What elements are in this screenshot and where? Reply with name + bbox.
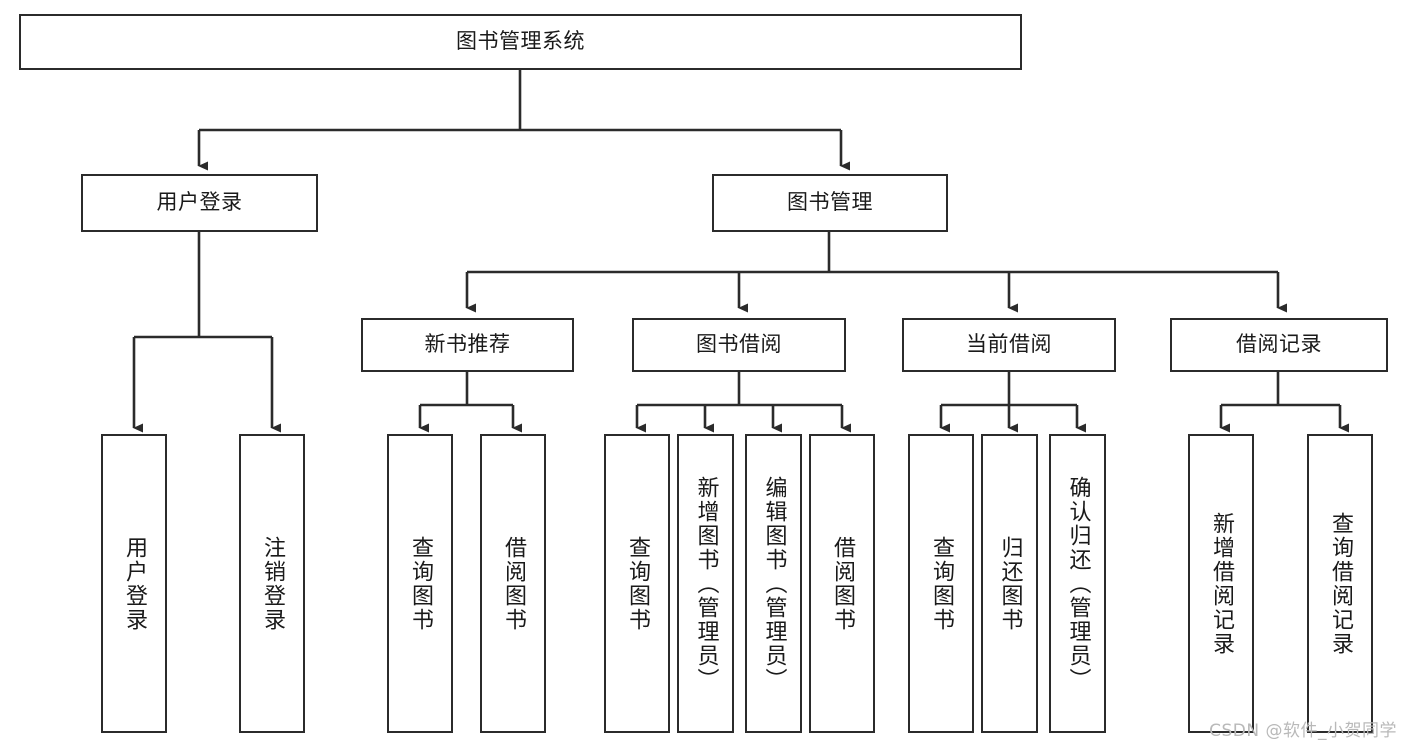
node-book-borrow[interactable]: 图书借阅 <box>632 318 846 372</box>
node-new-book-rec-label: 新书推荐 <box>424 332 511 357</box>
node-root[interactable]: 图书管理系统 <box>19 14 1022 70</box>
node-new-book-rec[interactable]: 新书推荐 <box>361 318 574 372</box>
node-leaf-return-book[interactable]: 归还图书 <box>981 434 1038 733</box>
node-book-borrow-label: 图书借阅 <box>696 332 782 357</box>
node-borrow-record[interactable]: 借阅记录 <box>1170 318 1388 372</box>
node-user-login-label: 用户登录 <box>156 190 243 215</box>
node-leaf-edit-book-label: 编辑图书（管理员） <box>761 475 787 692</box>
node-leaf-user-logout[interactable]: 注销登录 <box>239 434 305 733</box>
node-book-manage[interactable]: 图书管理 <box>712 174 948 232</box>
node-current-borrow[interactable]: 当前借阅 <box>902 318 1116 372</box>
csdn-watermark: CSDN @软件_小贺同学 <box>1209 721 1397 741</box>
node-borrow-record-label: 借阅记录 <box>1236 332 1322 357</box>
node-leaf-query-book-1[interactable]: 查询图书 <box>387 434 453 733</box>
node-root-label: 图书管理系统 <box>456 29 585 54</box>
node-leaf-query-book-3-label: 查询图书 <box>928 535 954 632</box>
node-leaf-borrow-book-1-label: 借阅图书 <box>500 535 526 632</box>
node-leaf-query-book-2-label: 查询图书 <box>624 535 650 632</box>
node-leaf-user-login[interactable]: 用户登录 <box>101 434 167 733</box>
node-leaf-add-book-label: 新增图书（管理员） <box>693 475 719 692</box>
node-leaf-add-book[interactable]: 新增图书（管理员） <box>677 434 734 733</box>
node-book-manage-label: 图书管理 <box>787 190 873 215</box>
node-leaf-borrow-book-2-label: 借阅图书 <box>829 535 855 632</box>
node-leaf-return-book-label: 归还图书 <box>997 535 1023 632</box>
node-leaf-borrow-book-2[interactable]: 借阅图书 <box>809 434 875 733</box>
node-leaf-borrow-book-1[interactable]: 借阅图书 <box>480 434 546 733</box>
node-leaf-query-record-label: 查询借阅记录 <box>1327 511 1353 656</box>
node-leaf-confirm-return[interactable]: 确认归还（管理员） <box>1049 434 1106 733</box>
node-user-login[interactable]: 用户登录 <box>81 174 318 232</box>
node-leaf-user-logout-label: 注销登录 <box>259 535 285 632</box>
node-leaf-user-login-label: 用户登录 <box>121 535 147 632</box>
node-leaf-query-book-3[interactable]: 查询图书 <box>908 434 974 733</box>
node-leaf-query-book-2[interactable]: 查询图书 <box>604 434 670 733</box>
node-leaf-edit-book[interactable]: 编辑图书（管理员） <box>745 434 802 733</box>
node-leaf-query-record[interactable]: 查询借阅记录 <box>1307 434 1373 733</box>
node-leaf-add-record[interactable]: 新增借阅记录 <box>1188 434 1254 733</box>
node-leaf-add-record-label: 新增借阅记录 <box>1208 511 1234 656</box>
node-current-borrow-label: 当前借阅 <box>966 332 1052 357</box>
node-leaf-confirm-return-label: 确认归还（管理员） <box>1065 475 1091 692</box>
node-leaf-query-book-1-label: 查询图书 <box>407 535 433 632</box>
